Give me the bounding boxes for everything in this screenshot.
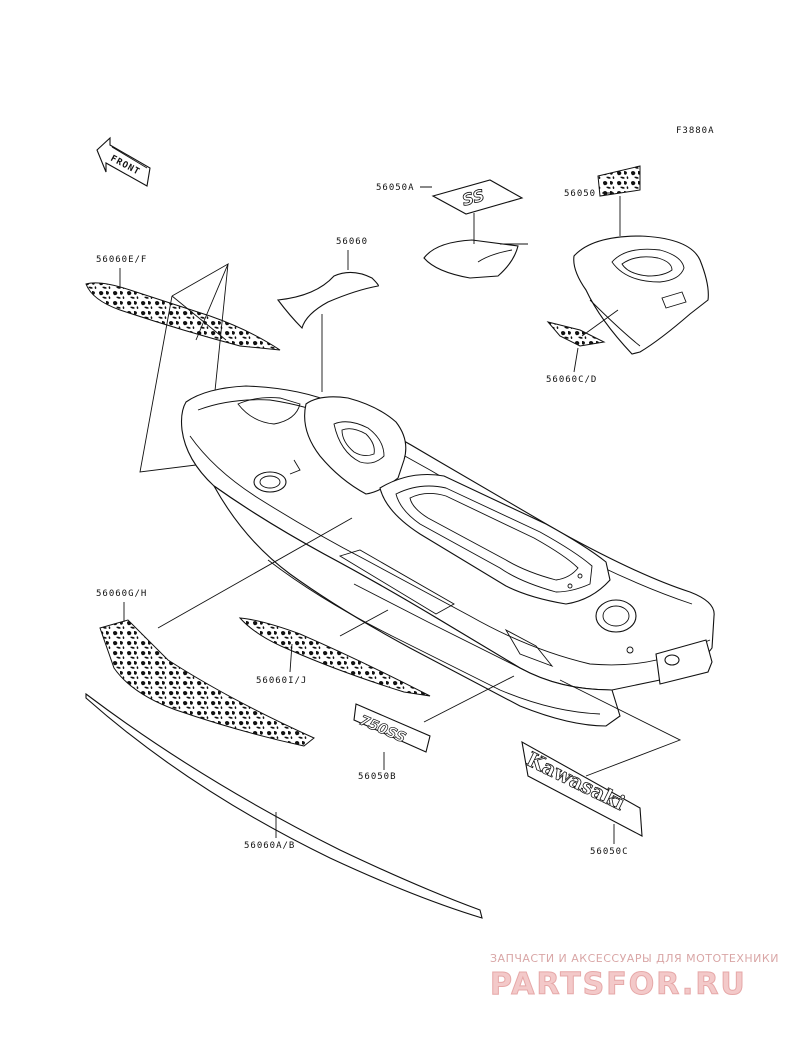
callout-56060ij: 56060I/J: [256, 676, 307, 686]
callout-56060cd: 56060C/D: [546, 375, 597, 385]
callout-56060ab: 56060A/B: [244, 841, 295, 851]
decal-56060gh: [99, 619, 315, 747]
console-shell-part: [573, 235, 709, 355]
decal-seat-56060: [276, 271, 379, 330]
diagram-ref-code: F3880A: [676, 126, 715, 136]
decal-56060cd: [546, 321, 606, 347]
hood-cover-part: [423, 239, 519, 279]
decal-ss-56050a: SS: [431, 179, 524, 215]
decal-kawasaki-56050c: Kawasaki: [521, 740, 643, 837]
hull-body-part: [180, 385, 715, 727]
callout-56060ef: 56060E/F: [96, 255, 147, 265]
callout-56050a: 56050A: [376, 183, 415, 193]
callout-56050b: 56050B: [358, 772, 397, 782]
decal-56060ij: [238, 617, 431, 697]
callout-56050c: 56050C: [590, 847, 629, 857]
watermark-tagline: ЗАПЧАСТИ И АКСЕССУАРЫ ДЛЯ МОТОТЕХНИКИ: [490, 952, 779, 965]
decal-750ss-56050b: 750SS: [353, 703, 431, 753]
callout-56050: 56050: [564, 189, 596, 199]
decal-pinstripe-56060ab: [85, 692, 483, 919]
callout-56060gh: 56060G/H: [96, 589, 147, 599]
front-arrow-icon: FRONT: [96, 136, 151, 187]
decal-brand-56050: [597, 165, 641, 197]
decal-56060ef: [85, 282, 281, 351]
watermark-site: PARTSFOR.RU: [490, 967, 747, 1002]
callout-56060: 56060: [336, 237, 368, 247]
